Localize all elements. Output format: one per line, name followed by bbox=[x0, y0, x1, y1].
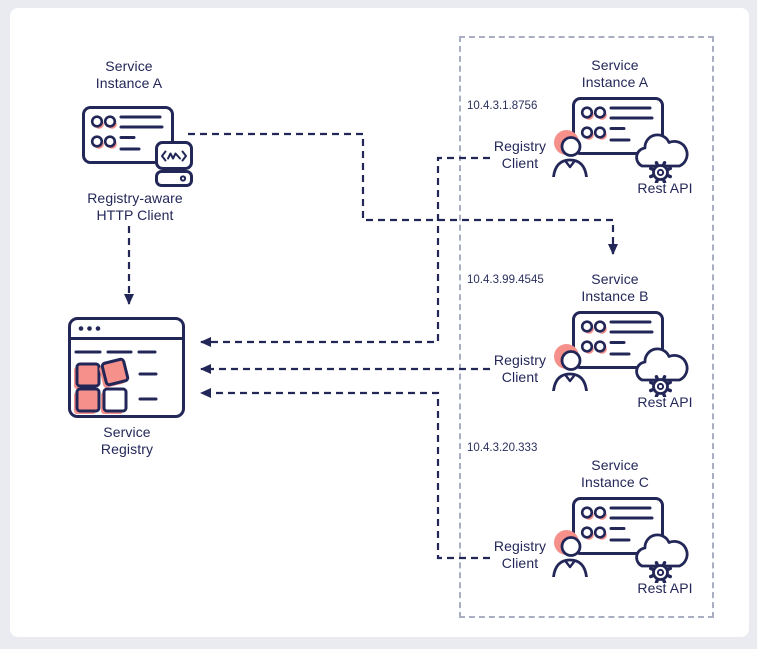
title-line: Instance A bbox=[581, 74, 649, 90]
rest-api-cloud-icon bbox=[634, 347, 689, 397]
title-line: Service bbox=[591, 457, 639, 473]
label-line: Registry-aware bbox=[87, 190, 183, 206]
label-line: Registry bbox=[493, 538, 547, 554]
title-line: Instance C bbox=[581, 474, 649, 490]
title-line: Service bbox=[591, 57, 639, 73]
service-instance-b-group: 10.4.3.99.4545 Service Instance B Regist… bbox=[455, 266, 717, 426]
title-line: Instance A bbox=[95, 75, 163, 91]
label-line: Registry bbox=[493, 352, 547, 368]
service-registry-icon bbox=[68, 317, 185, 418]
rest-api-label: Rest API bbox=[637, 180, 693, 196]
label-line: Client bbox=[501, 155, 539, 171]
instance-ip: 10.4.3.1.8756 bbox=[467, 100, 538, 112]
label-line: Registry bbox=[493, 138, 547, 154]
instance-ip: 10.4.3.20.333 bbox=[467, 442, 538, 454]
registry-client-label: Registry Client bbox=[482, 538, 558, 572]
rest-api-label: Rest API bbox=[637, 580, 693, 596]
http-client-code-icon bbox=[155, 141, 193, 187]
instance-title: Service Instance B bbox=[555, 271, 675, 305]
service-instance-c-group: 10.4.3.20.333 Service Instance C Registr… bbox=[455, 442, 717, 612]
title-line: Instance B bbox=[581, 288, 649, 304]
left-instance-title: Service Instance A bbox=[69, 58, 189, 92]
service-registry-label: Service Registry bbox=[67, 424, 187, 458]
service-instance-a-group: 10.4.3.1.8756 Service Instance A Registr… bbox=[455, 52, 717, 212]
label-line: Client bbox=[501, 555, 539, 571]
title-line: Service bbox=[105, 58, 153, 74]
title-line: Service bbox=[591, 271, 639, 287]
label-line: HTTP Client bbox=[96, 207, 174, 223]
label-line: Registry bbox=[100, 441, 154, 457]
instance-title: Service Instance C bbox=[555, 457, 675, 491]
registry-client-label: Registry Client bbox=[482, 138, 558, 172]
http-client-label: Registry-aware HTTP Client bbox=[60, 190, 210, 224]
instance-title: Service Instance A bbox=[555, 57, 675, 91]
rest-api-cloud-icon bbox=[634, 533, 689, 583]
label-line: Client bbox=[501, 369, 539, 385]
label-line: Service bbox=[103, 424, 151, 440]
rest-api-cloud-icon bbox=[634, 133, 689, 183]
rest-api-label: Rest API bbox=[637, 394, 693, 410]
instance-ip: 10.4.3.99.4545 bbox=[467, 274, 544, 286]
registry-client-label: Registry Client bbox=[482, 352, 558, 386]
